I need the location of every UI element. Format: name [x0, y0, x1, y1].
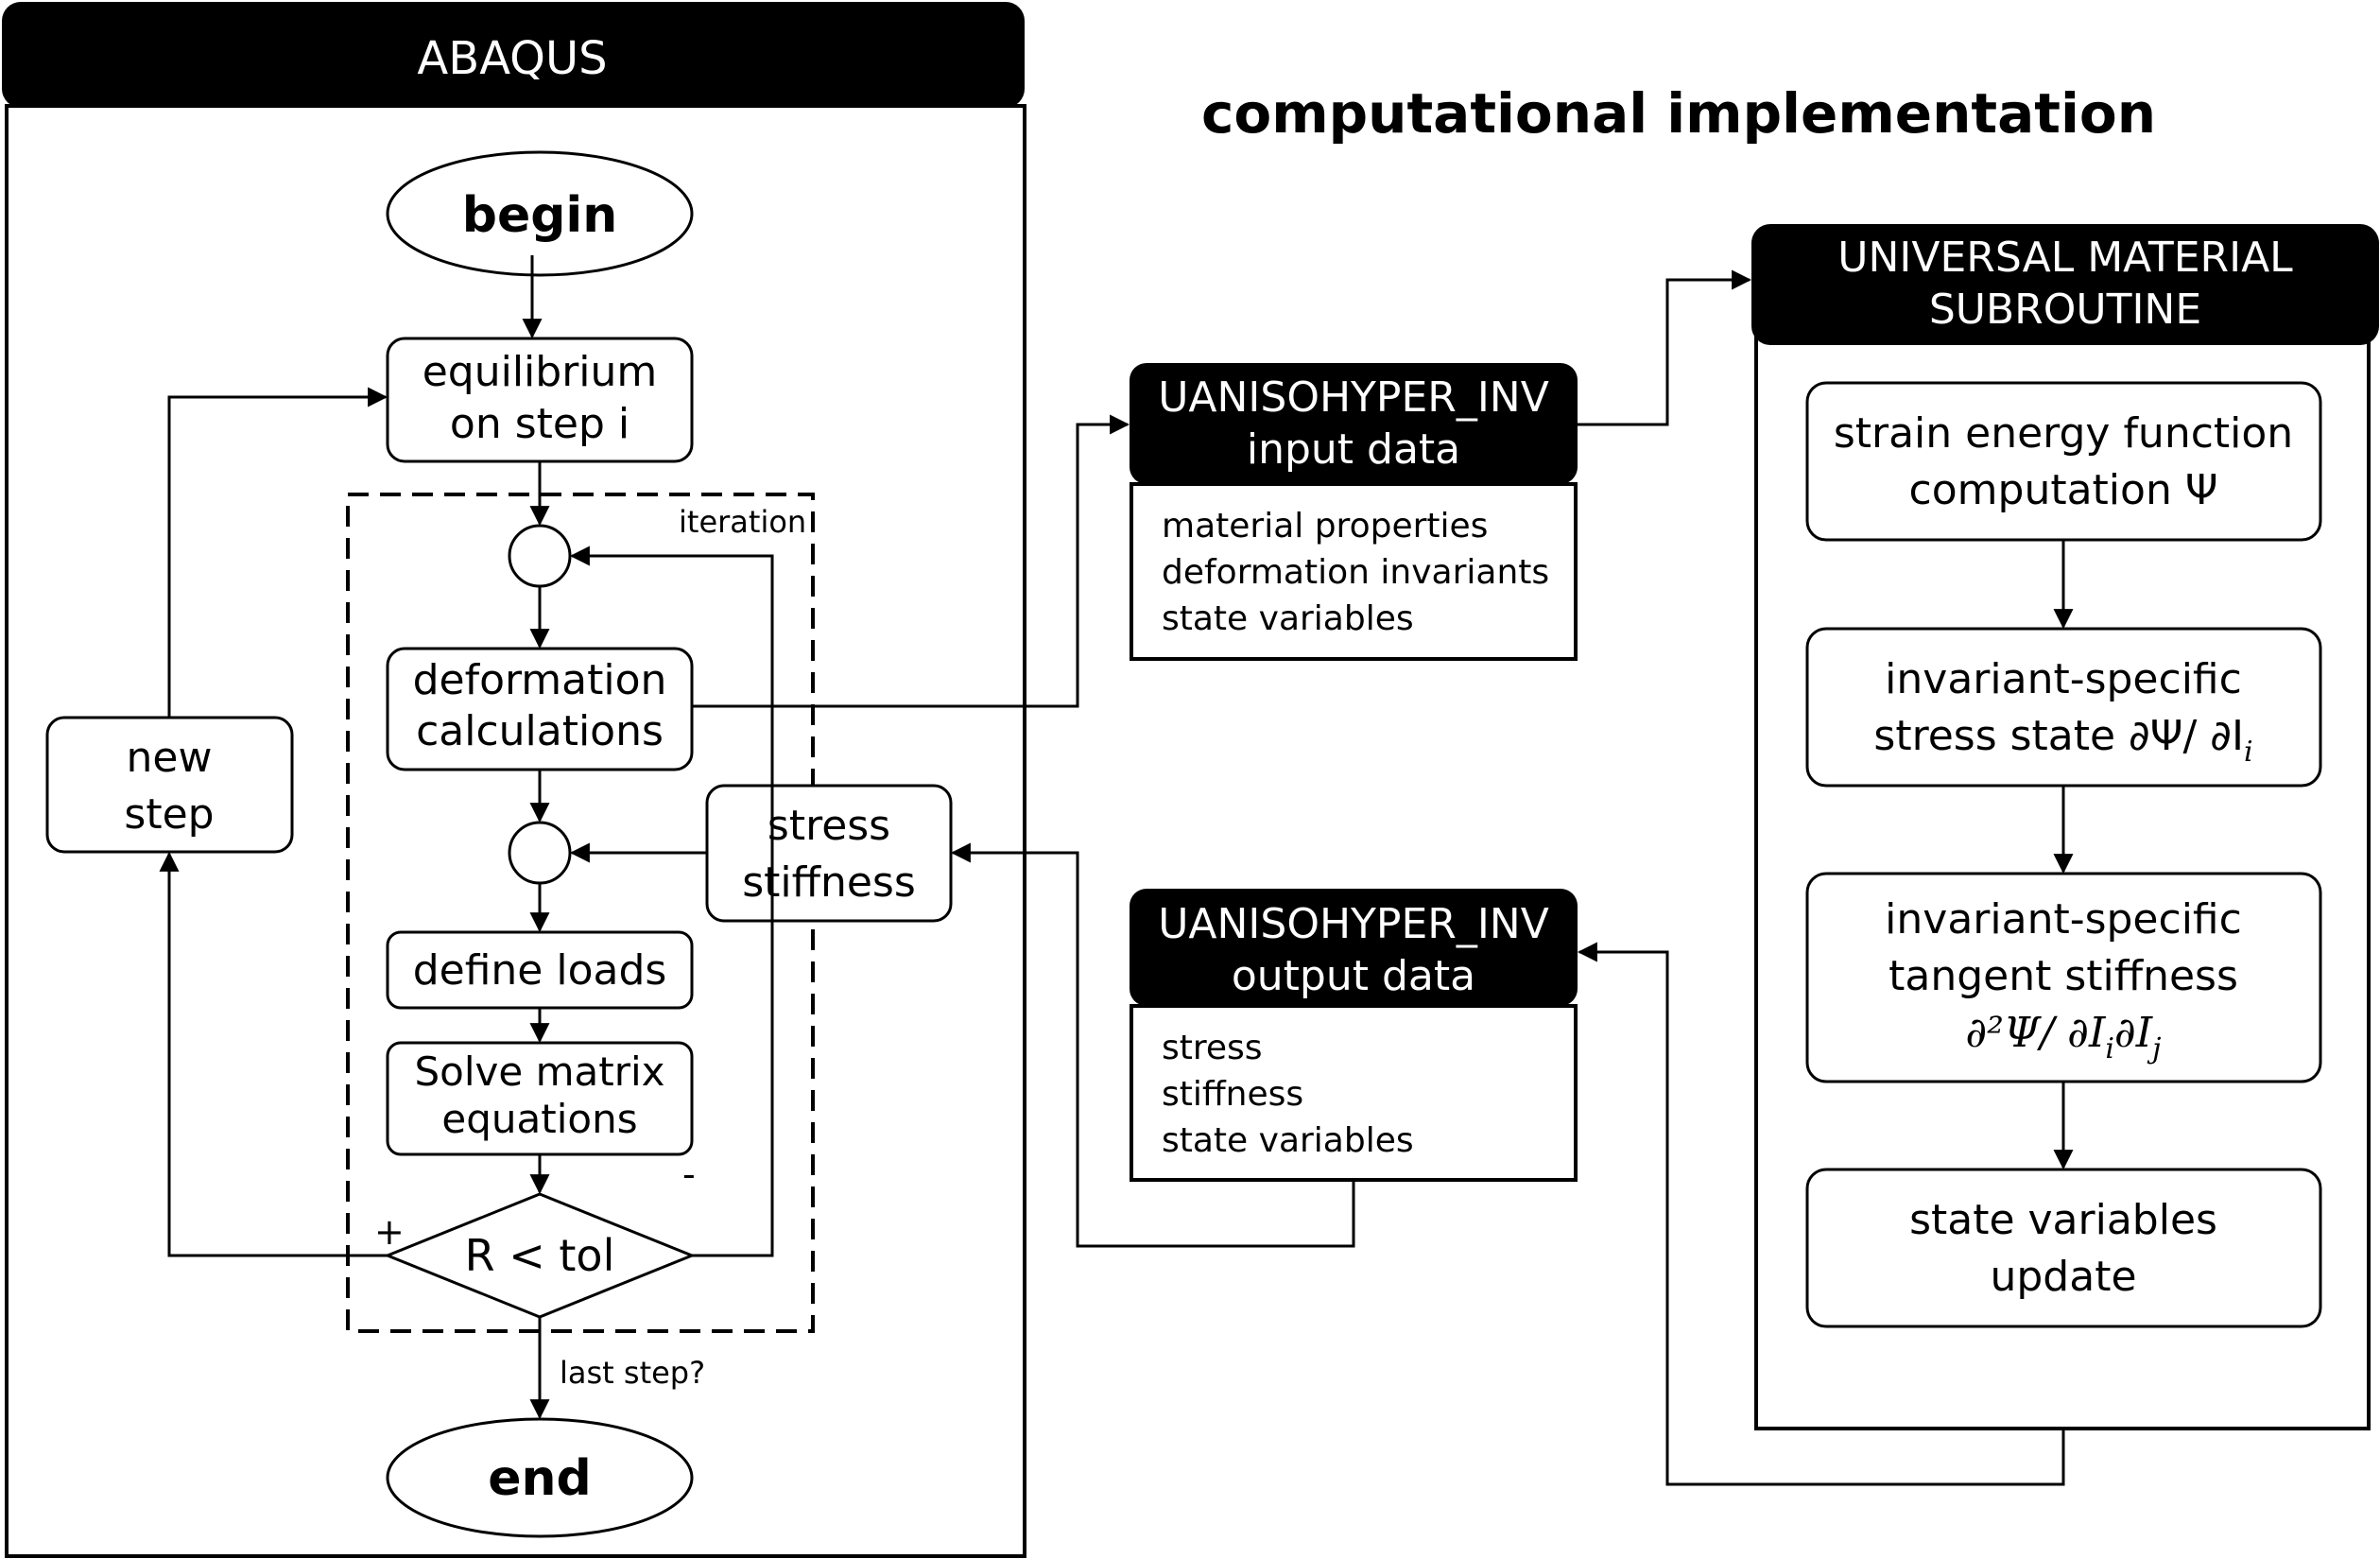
stress-stiffness-box: stress stiffness: [705, 784, 953, 923]
junction-circle-1: [508, 524, 572, 588]
svg-text:computation Ψ: computation Ψ: [1909, 466, 2218, 514]
svg-text:begin: begin: [462, 187, 618, 244]
decision-diamond: R < tol: [383, 1192, 697, 1319]
svg-text:stress state ∂Ψ/ ∂Ii: stress state ∂Ψ/ ∂Ii: [1873, 712, 2252, 769]
svg-text:step: step: [124, 790, 214, 839]
last-step-label: last step?: [560, 1355, 705, 1391]
strain-energy-box: strain energy function computation Ψ: [1805, 381, 2322, 542]
umat-panel: UNIVERSAL MATERIAL SUBROUTINE: [1751, 224, 2379, 1430]
svg-text:invariant-specific: invariant-specific: [1885, 655, 2242, 703]
svg-text:UANISOHYPER_INV: UANISOHYPER_INV: [1158, 373, 1549, 422]
svg-text:input data: input data: [1247, 425, 1460, 474]
end-terminal: end: [386, 1417, 694, 1538]
begin-terminal: begin: [386, 150, 694, 277]
define-loads-box: define loads: [386, 930, 694, 1010]
abaqus-panel: ABAQUS: [2, 2, 1026, 1558]
svg-text:new: new: [127, 734, 213, 782]
svg-text:∂²Ψ/ ∂Ii∂Ij: ∂²Ψ/ ∂Ii∂Ij: [1966, 1009, 2162, 1065]
svg-text:deformation: deformation: [413, 656, 667, 704]
svg-text:invariant-specific: invariant-specific: [1885, 895, 2242, 944]
svg-text:SUBROUTINE: SUBROUTINE: [1929, 286, 2201, 334]
svg-text:output data: output data: [1232, 952, 1475, 1000]
svg-text:equations: equations: [441, 1096, 637, 1142]
svg-text:calculations: calculations: [416, 707, 664, 755]
uanisohyper-input-header: [1130, 363, 1578, 484]
input-item: material properties: [1162, 507, 1488, 546]
svg-text:UNIVERSAL MATERIAL: UNIVERSAL MATERIAL: [1837, 234, 2293, 282]
equilibrium-box: equilibrium on step i: [386, 337, 694, 463]
cross-connectors: [692, 269, 2074, 1486]
junction-circle-2: [508, 821, 572, 885]
svg-text:strain energy function: strain energy function: [1834, 409, 2293, 458]
svg-text:Solve matrix: Solve matrix: [415, 1048, 665, 1095]
input-item: state variables: [1162, 599, 1414, 638]
umat-header: [1751, 224, 2379, 345]
svg-text:stiffness: stiffness: [742, 858, 916, 907]
abaqus-header: [2, 2, 1025, 108]
solve-matrix-box: Solve matrix equations: [386, 1041, 694, 1156]
page-title: computational implementation: [1201, 81, 2156, 146]
uanisohyper-output-header: [1130, 889, 1578, 1006]
minus-sign: -: [682, 1153, 696, 1195]
svg-text:tangent stiffness: tangent stiffness: [1888, 952, 2238, 1000]
svg-text:state variables: state variables: [1909, 1196, 2217, 1244]
output-item: state variables: [1162, 1121, 1414, 1160]
uanisohyper-output-box: UANISOHYPER_INV output data stress stiff…: [1130, 889, 1578, 1182]
new-step-box: new step: [45, 716, 294, 854]
state-variables-update-box: state variables update: [1805, 1168, 2322, 1328]
tangent-stiffness-box: invariant-specific tangent stiffness ∂²Ψ…: [1805, 872, 2322, 1083]
output-item: stiffness: [1162, 1075, 1303, 1114]
svg-text:stress: stress: [767, 802, 890, 850]
deformation-calculations-box: deformation calculations: [386, 647, 694, 771]
abaqus-header-label: ABAQUS: [417, 32, 607, 85]
svg-text:UANISOHYPER_INV: UANISOHYPER_INV: [1158, 900, 1549, 948]
output-item: stress: [1162, 1029, 1263, 1067]
uanisohyper-input-box: UANISOHYPER_INV input data material prop…: [1130, 363, 1578, 661]
svg-text:equilibrium: equilibrium: [423, 348, 658, 396]
iteration-label: iteration: [679, 504, 806, 540]
input-item: deformation invariants: [1162, 553, 1549, 592]
svg-text:R < tol: R < tol: [465, 1230, 615, 1281]
svg-text:end: end: [488, 1450, 592, 1507]
abaqus-connectors: [159, 255, 774, 1420]
svg-text:on step i: on step i: [450, 400, 629, 448]
svg-text:update: update: [1990, 1253, 2136, 1301]
plus-sign: +: [374, 1211, 405, 1253]
svg-text:define loads: define loads: [413, 946, 667, 995]
stress-state-box: invariant-specific stress state ∂Ψ/ ∂Ii: [1805, 627, 2322, 788]
